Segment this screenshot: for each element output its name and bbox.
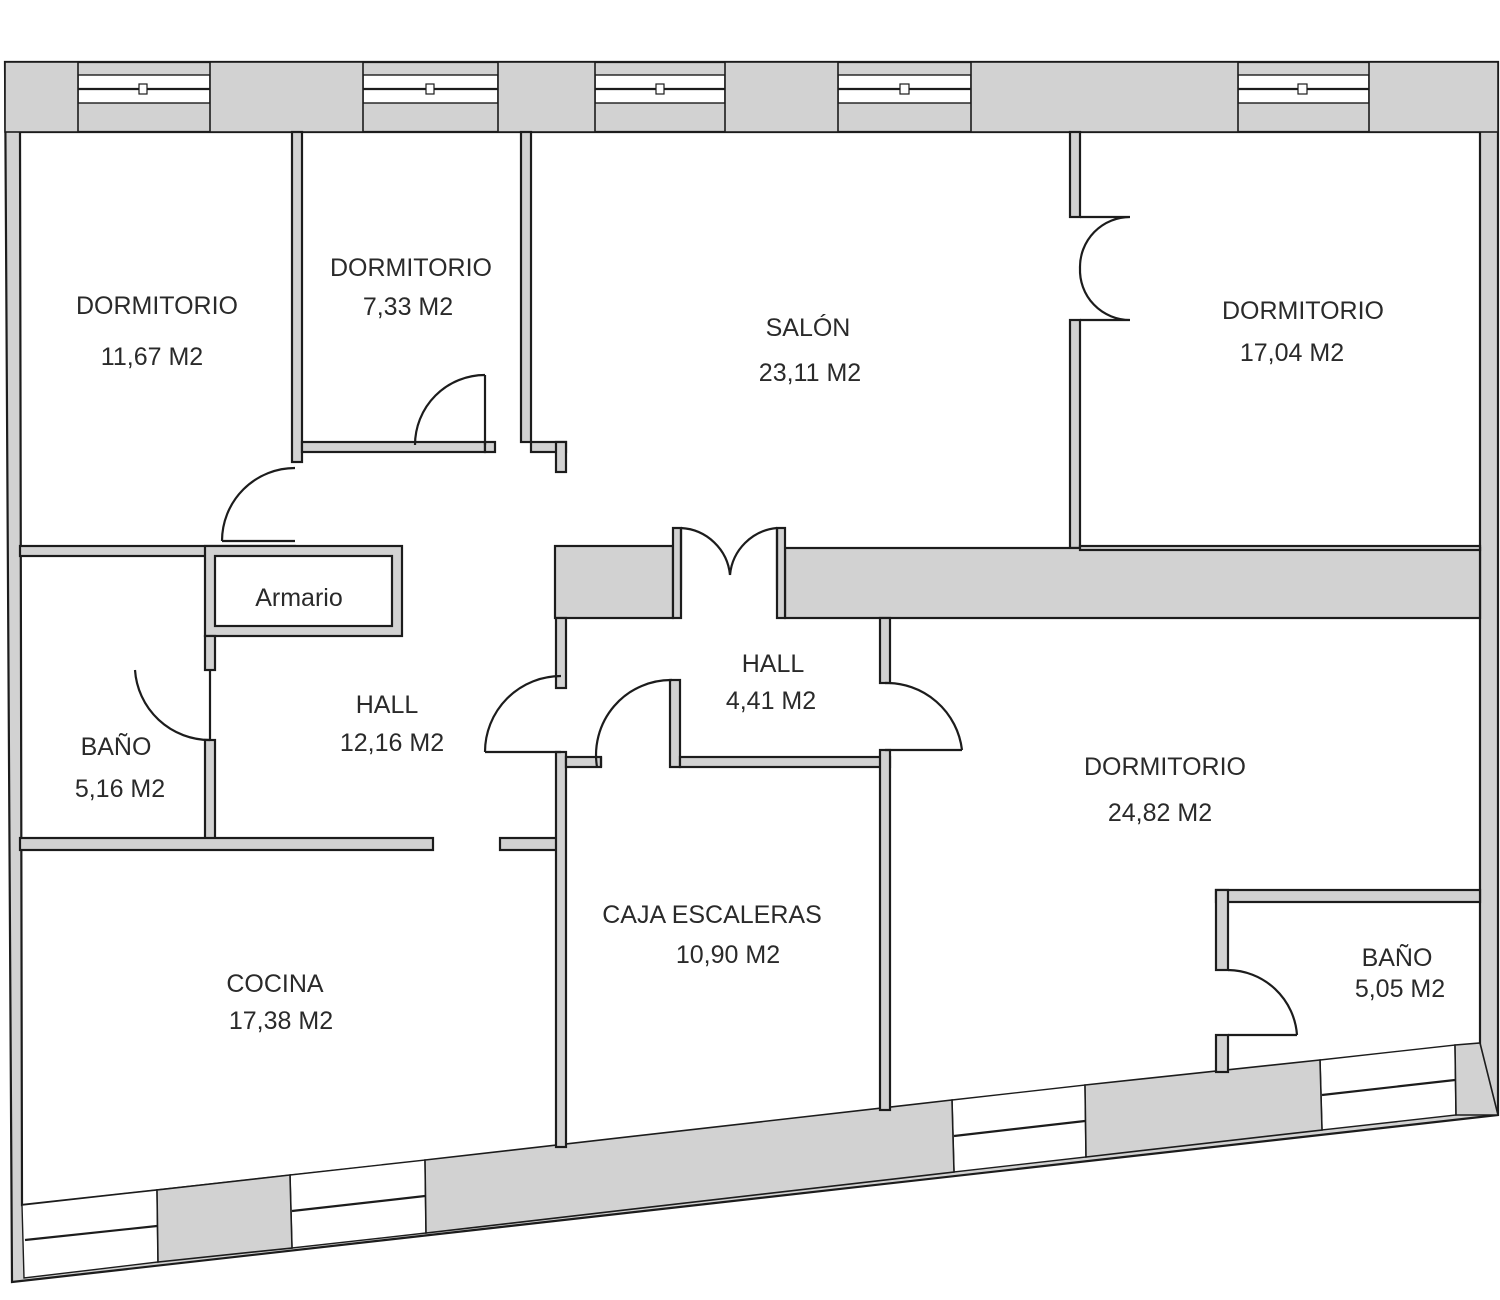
room-area-bano-1: 5,16 M2 bbox=[75, 775, 165, 803]
room-area-bano-2: 5,05 M2 bbox=[1355, 975, 1445, 1003]
room-name-dormitorio-2: DORMITORIO bbox=[330, 254, 492, 282]
room-area-dormitorio-1: 11,67 M2 bbox=[101, 343, 203, 371]
room-name-hall-1: HALL bbox=[356, 691, 419, 719]
room-name-caja-escaleras: CAJA ESCALERAS bbox=[602, 901, 822, 929]
room-area-dormitorio-3: 17,04 M2 bbox=[1240, 339, 1344, 367]
room-area-hall-1: 12,16 M2 bbox=[340, 729, 444, 757]
room-labels: DORMITORIO 11,67 M2 DORMITORIO 7,33 M2 S… bbox=[75, 254, 1445, 1035]
room-name-dormitorio-4: DORMITORIO bbox=[1084, 753, 1246, 781]
top-piers bbox=[4, 61, 1499, 133]
room-name-cocina: COCINA bbox=[226, 970, 324, 998]
room-area-dormitorio-4: 24,82 M2 bbox=[1108, 799, 1212, 827]
room-area-caja-escaleras: 10,90 M2 bbox=[676, 941, 780, 969]
bottom-piers bbox=[156, 1042, 1500, 1263]
room-name-dormitorio-3: DORMITORIO bbox=[1222, 297, 1384, 325]
room-name-salon: SALÓN bbox=[766, 313, 851, 342]
room-name-bano-1: BAÑO bbox=[81, 732, 152, 761]
doors bbox=[133, 215, 1299, 1037]
room-name-bano-2: BAÑO bbox=[1362, 943, 1433, 972]
room-area-salon: 23,11 M2 bbox=[759, 359, 861, 387]
room-name-armario: Armario bbox=[255, 584, 343, 612]
room-area-dormitorio-2: 7,33 M2 bbox=[363, 293, 453, 321]
room-name-hall-2: HALL bbox=[742, 650, 805, 678]
room-name-dormitorio-1: DORMITORIO bbox=[76, 292, 238, 320]
room-area-hall-2: 4,41 M2 bbox=[726, 687, 816, 715]
room-area-cocina: 17,38 M2 bbox=[229, 1007, 333, 1035]
bottom-windows bbox=[21, 1044, 1457, 1279]
